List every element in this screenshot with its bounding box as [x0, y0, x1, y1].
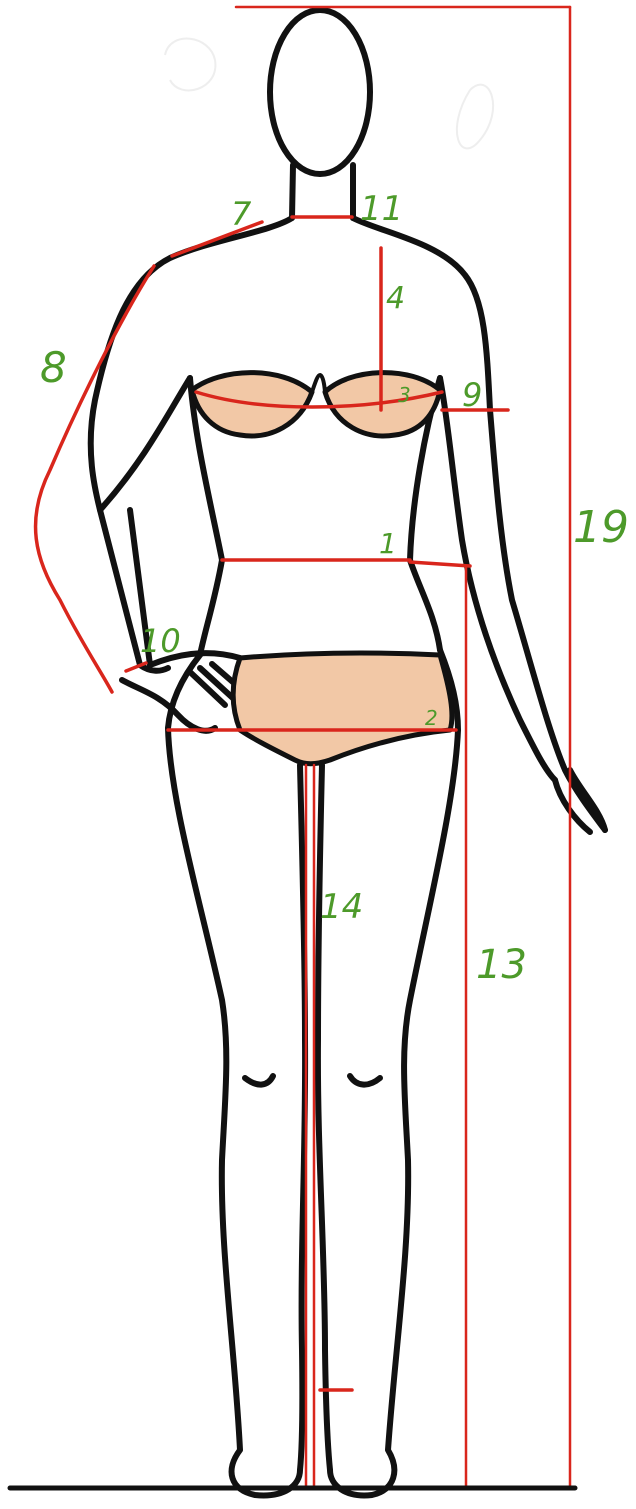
neck-left: [292, 165, 293, 218]
left-leg-outer: [168, 728, 300, 1495]
left-leg-inner: [300, 765, 305, 1470]
label-14: 14: [320, 887, 363, 927]
measure-1-waist-ext: [410, 562, 470, 566]
faint-doodle: [165, 39, 215, 91]
label-8: 8: [40, 343, 67, 392]
label-2: 2: [425, 706, 438, 730]
faint-doodle: [457, 85, 493, 149]
label-4: 4: [386, 281, 405, 316]
head: [270, 10, 370, 174]
right-leg-inner: [318, 765, 330, 1470]
label-19: 19: [573, 502, 629, 553]
bikini-top-center: [312, 375, 325, 392]
left-upper-arm-inner: [100, 378, 190, 510]
left-knee: [245, 1076, 273, 1085]
label-7: 7: [231, 195, 252, 233]
label-9: 9: [462, 376, 482, 414]
label-1: 1: [379, 527, 397, 560]
label-10: 10: [140, 622, 181, 660]
left-arm-outer: [91, 218, 292, 671]
right-knee: [350, 1076, 380, 1085]
label-11: 11: [360, 189, 403, 229]
right-leg-outer: [330, 730, 458, 1495]
bikini-bottom: [233, 653, 452, 764]
label-13: 13: [476, 942, 527, 988]
label-3: 3: [398, 383, 411, 407]
